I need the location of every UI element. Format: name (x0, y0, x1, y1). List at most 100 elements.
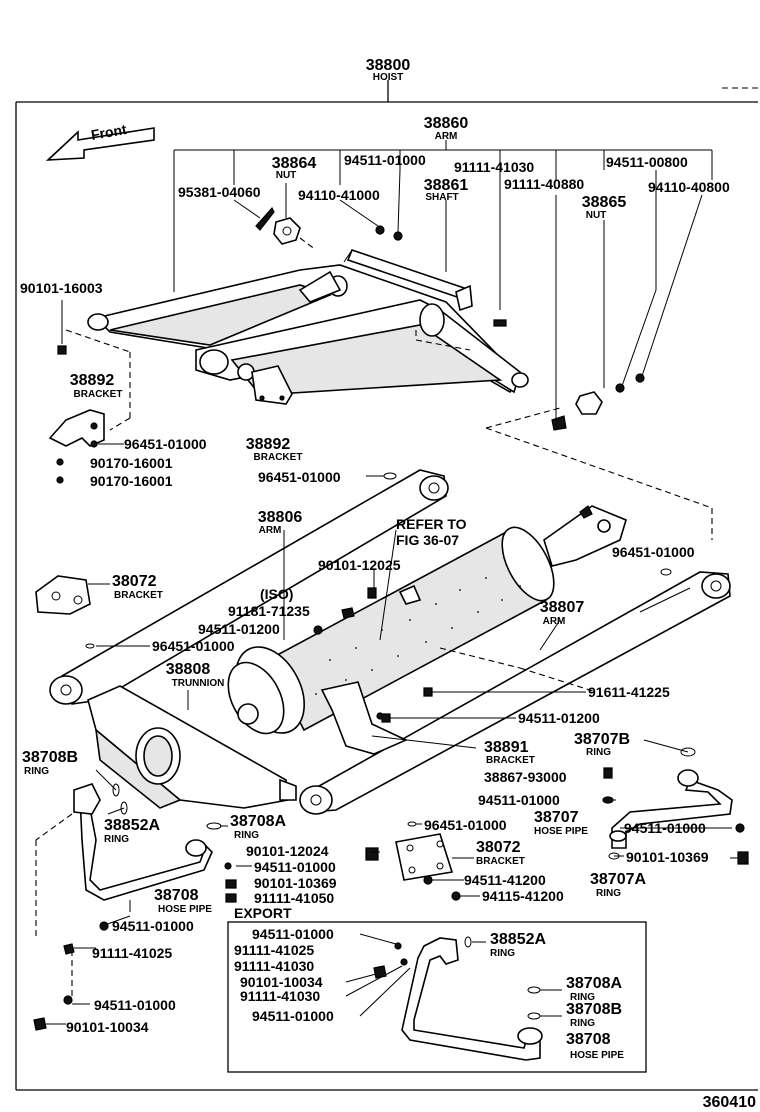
top-leader-lines (61, 169, 713, 540)
export-box (227, 921, 647, 1073)
label-94110-41000: 94110-41000 (298, 187, 380, 203)
svg-text:Front: Front (90, 121, 128, 143)
label-90101-12024: 90101-12024 (246, 843, 329, 859)
label-90170-16001-a: 90170-16001 (90, 455, 173, 471)
label-38708-a-name: HOSE PIPE (158, 904, 212, 915)
label-38892-b-name: BRACKET (254, 452, 303, 463)
refer-label-1: REFER TO (396, 516, 467, 532)
label-38707-name: HOSE PIPE (534, 826, 588, 837)
label-38860: 38860 (424, 115, 469, 132)
label-38861-name: SHAFT (425, 192, 458, 203)
label-38864: 38864 (272, 155, 317, 172)
part-labels: 38860 ARM 38864 NUT 94511-01000 91111-41… (20, 115, 756, 1111)
label-91111-41050: 91111-41050 (254, 890, 334, 906)
label-90170-16001-b: 90170-16001 (90, 473, 173, 489)
top-hardware (57, 206, 645, 431)
label-38864-name: NUT (276, 170, 297, 181)
front-arrow-icon: Front (45, 121, 155, 161)
label-91111-41025-a: 91111-41025 (92, 945, 172, 961)
label-38707A-name: RING (596, 888, 621, 899)
middle-leader-lines (33, 417, 738, 1031)
label-38708A-a: 38708A (230, 813, 286, 830)
label-38708B-b-name: RING (570, 1018, 595, 1029)
figure-number: 360410 (703, 1094, 756, 1111)
label-38865: 38865 (582, 194, 627, 211)
label-38708A-b-name: RING (570, 992, 595, 1003)
label-94511-41200: 94511-41200 (464, 872, 546, 888)
label-38892-a: 38892 (70, 372, 115, 389)
label-38852A-b: 38852A (490, 931, 546, 948)
label-38708B-b: 38708B (566, 1001, 622, 1018)
label-94511-01000-d: 94511-01000 (254, 859, 336, 875)
label-38708-b-name: HOSE PIPE (570, 1050, 624, 1061)
bracket-38072-lower (395, 833, 454, 881)
label-91111-41030-b: 91111-41030 (234, 958, 314, 974)
label-38708B-a-name: RING (24, 766, 49, 777)
arm-38860-drawing (87, 264, 529, 405)
label-90101-10034-b: 90101-10034 (240, 974, 323, 990)
trunnion-38808-drawing (87, 685, 297, 809)
label-38892-a-name: BRACKET (74, 389, 123, 400)
label-38860-name: ARM (435, 131, 458, 142)
label-90101-10034-a: 90101-10034 (66, 1019, 149, 1035)
label-38852A-b-name: RING (490, 948, 515, 959)
label-96451-01000-d: 96451-01000 (152, 638, 235, 654)
label-38708-a: 38708 (154, 887, 199, 904)
iso-label: (ISO) (260, 586, 293, 602)
label-94511-01200-a: 94511-01200 (198, 621, 280, 637)
hose-pipe-38708-drawing (73, 783, 213, 901)
label-38807: 38807 (540, 599, 585, 616)
label-38072-a: 38072 (112, 573, 157, 590)
label-94511-01000-a: 94511-01000 (344, 152, 426, 168)
diagram-frame (15, 80, 758, 1091)
label-38852A-a-name: RING (104, 834, 129, 845)
label-94511-01000-h: 94511-01000 (252, 1008, 334, 1024)
label-96451-01000-b: 96451-01000 (258, 469, 341, 485)
arm-38806-drawing (49, 469, 449, 705)
label-94115-41200: 94115-41200 (482, 888, 564, 904)
label-38852A-a: 38852A (104, 817, 160, 834)
label-94511-01000-g: 94511-01000 (252, 926, 334, 942)
label-38072-b-name: BRACKET (476, 856, 525, 867)
label-95381-04060: 95381-04060 (178, 184, 261, 200)
cylinder-stipple (315, 577, 521, 695)
label-94511-01000-c: 94511-01000 (624, 820, 706, 836)
label-94511-00800: 94511-00800 (606, 154, 688, 170)
middle-hardware (85, 472, 749, 903)
label-38707B-name: RING (586, 747, 611, 758)
label-38708A-b: 38708A (566, 975, 622, 992)
label-38806: 38806 (258, 509, 303, 526)
label-90101-10369-a: 90101-10369 (254, 875, 337, 891)
shaft-38861-drawing (343, 248, 473, 312)
label-38891-name: BRACKET (486, 755, 535, 766)
label-38808: 38808 (166, 661, 211, 678)
label-38807-name: ARM (543, 616, 566, 627)
label-38891: 38891 (484, 739, 529, 756)
label-90101-12025: 90101-12025 (318, 557, 401, 573)
label-38808-name: TRUNNION (172, 678, 225, 689)
label-94511-01200-b: 94511-01200 (518, 710, 600, 726)
label-38708B-a: 38708B (22, 749, 78, 766)
label-94511-01000-f: 94511-01000 (94, 997, 176, 1013)
label-38806-name: ARM (259, 525, 282, 536)
label-91111-40880: 91111-40880 (504, 176, 584, 192)
label-38861: 38861 (424, 177, 469, 194)
label-90101-16003: 90101-16003 (20, 280, 103, 296)
label-91111-41025-b: 91111-41025 (234, 942, 314, 958)
export-label: EXPORT (234, 905, 292, 921)
assembly-number: 38800 (366, 57, 411, 74)
label-94110-40800: 94110-40800 (648, 179, 730, 195)
label-38707A: 38707A (590, 871, 646, 888)
label-96451-01000-c: 96451-01000 (612, 544, 695, 560)
label-91111-41030-a: 91111-41030 (454, 159, 534, 175)
label-94511-01000-e: 94511-01000 (112, 918, 194, 934)
label-38865-name: NUT (586, 210, 607, 221)
arm-38860-leader-lines (173, 140, 713, 310)
label-96451-01000-a: 96451-01000 (124, 436, 207, 452)
label-91111-41030-c: 91111-41030 (240, 988, 320, 1004)
label-38892-b: 38892 (246, 436, 291, 453)
label-96451-01000-e: 96451-01000 (424, 817, 507, 833)
label-90101-10369-b: 90101-10369 (626, 849, 709, 865)
label-38708A-a-name: RING (234, 830, 259, 841)
